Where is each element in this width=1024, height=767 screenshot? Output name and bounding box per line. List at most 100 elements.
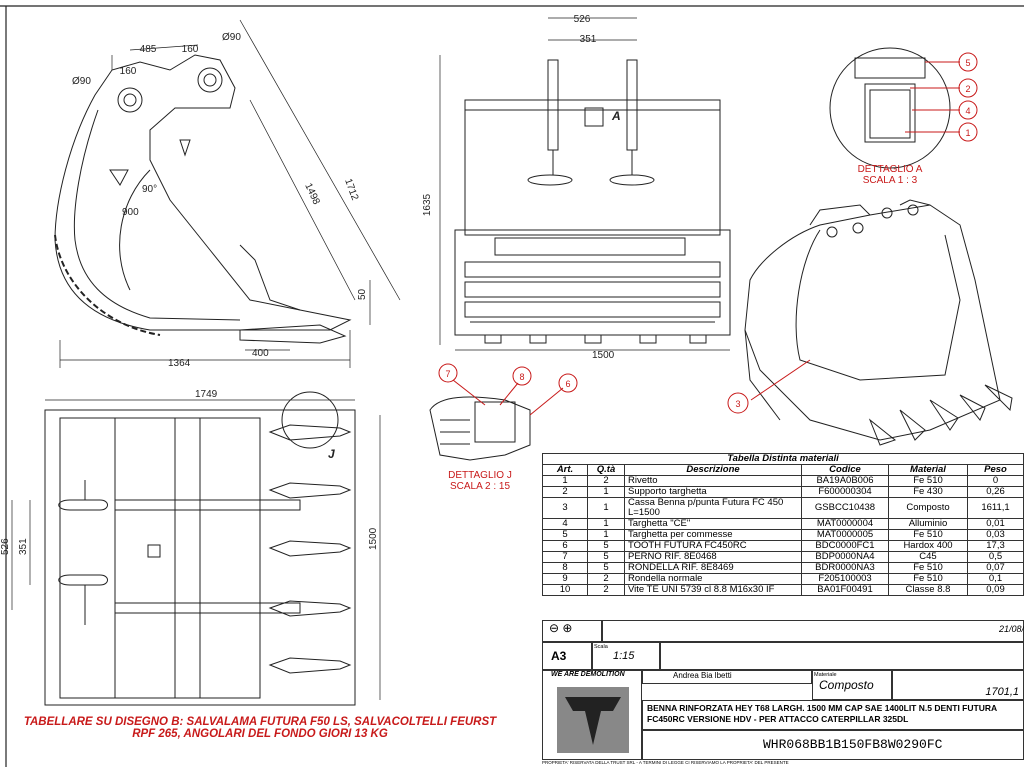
dim-351-plan: 351 bbox=[18, 538, 29, 555]
front-teeth bbox=[484, 334, 707, 344]
bom-cell: 17,3 bbox=[967, 540, 1024, 552]
bom-header: Codice bbox=[801, 464, 889, 476]
dim-351: 351 bbox=[580, 34, 597, 45]
bom-cell: 1 bbox=[587, 497, 625, 519]
weight-cell: 1701,1 bbox=[892, 670, 1024, 700]
dim-1364: 1364 bbox=[168, 358, 191, 369]
date-cell: 21/08/ bbox=[892, 620, 1024, 642]
dim-526: 526 bbox=[574, 14, 591, 25]
dim-160a: 160 bbox=[120, 66, 137, 77]
bom-cell: BA19A0B006 bbox=[801, 475, 889, 487]
bom-cell: 9 bbox=[542, 573, 588, 585]
bom-cell: 0,26 bbox=[967, 486, 1024, 498]
material-label: Materiale bbox=[814, 672, 837, 678]
bom-cell: Hardox 400 bbox=[888, 540, 968, 552]
bom-cell: 0,5 bbox=[967, 551, 1024, 563]
description-value: BENNA RINFORZATA HEY T68 LARGH. 1500 MM … bbox=[647, 703, 997, 724]
bom-cell: BDP0000NA4 bbox=[801, 551, 889, 563]
weight-value: 1701,1 bbox=[985, 686, 1019, 698]
bom-table: Tabella Distinta materiali Art. Q.tà Des… bbox=[542, 453, 1024, 596]
balloon-5: 5 bbox=[965, 58, 970, 68]
dim-50: 50 bbox=[357, 288, 368, 300]
detail-j-scale: SCALA 2 : 15 bbox=[450, 481, 510, 492]
dim-526-plan: 526 bbox=[0, 538, 11, 555]
balloon-7: 7 bbox=[445, 369, 450, 379]
bom-cell: C45 bbox=[888, 551, 968, 563]
bom-cell: Alluminio bbox=[888, 518, 968, 530]
bom-cell: 0,01 bbox=[967, 518, 1024, 530]
bom-cell: MAT0000004 bbox=[801, 518, 889, 530]
bom-cell: 10 bbox=[542, 584, 588, 596]
balloon-1: 1 bbox=[965, 128, 970, 138]
balloon-6: 6 bbox=[565, 379, 570, 389]
dim-1712: 1712 bbox=[342, 177, 360, 202]
bom-cell: BDC0000FC1 bbox=[801, 540, 889, 552]
balloon-2: 2 bbox=[965, 84, 970, 94]
designer-value: Andrea Bia lbetti bbox=[673, 671, 732, 680]
bom-cell: Targhetta "CE" bbox=[624, 518, 802, 530]
drawing-code: WHR068BB1B150FB8W0290FC bbox=[763, 737, 943, 752]
dim-1749: 1749 bbox=[195, 389, 218, 400]
bom-cell: 7 bbox=[542, 551, 588, 563]
bom-cell: BA01F00491 bbox=[801, 584, 889, 596]
bom-caption: Tabella Distinta materiali bbox=[542, 453, 1024, 465]
bom-cell: Rondella normale bbox=[624, 573, 802, 585]
bom-cell: Rivetto bbox=[624, 475, 802, 487]
scale-cell: Scala 1:15 bbox=[592, 642, 660, 670]
drawing-code-cell: WHR068BB1B150FB8W0290FC bbox=[642, 730, 1024, 760]
bom-cell: 0,03 bbox=[967, 529, 1024, 541]
bom-header: Material bbox=[888, 464, 968, 476]
bom-cell: 8 bbox=[542, 562, 588, 574]
date-value: 21/08/ bbox=[998, 624, 1024, 634]
format-value: A3 bbox=[551, 649, 567, 663]
bom-cell: Supporto targhetta bbox=[624, 486, 802, 498]
dim-1500-front: 1500 bbox=[592, 350, 615, 361]
dim-400: 400 bbox=[252, 348, 269, 359]
bom-cell: 3 bbox=[542, 497, 588, 519]
company-cell: WE ARE DEMOLITION bbox=[542, 670, 642, 760]
bom-cell: Fe 430 bbox=[888, 486, 968, 498]
bom-cell: Vite TE UNI 5739 cl 8.8 M16x30 IF bbox=[624, 584, 802, 596]
bom-cell: 4 bbox=[542, 518, 588, 530]
bom-cell: Targhetta per commesse bbox=[624, 529, 802, 541]
bom-header: Art. bbox=[542, 464, 588, 476]
scale-value: 1:15 bbox=[613, 650, 635, 662]
bom-header-row: Art. Q.tà Descrizione Codice Material Pe… bbox=[542, 464, 1024, 476]
company-logo-icon bbox=[557, 687, 629, 753]
drawing-note: TABELLARE SU DISEGNO B: SALVALAMA FUTURA… bbox=[23, 716, 497, 740]
section-letter-a: A bbox=[611, 109, 621, 123]
balloon-8: 8 bbox=[519, 372, 524, 382]
detail-j bbox=[429, 379, 564, 461]
bom-cell: 0 bbox=[967, 475, 1024, 487]
bom-cell: F600000304 bbox=[801, 486, 889, 498]
bom-cell: Fe 510 bbox=[888, 529, 968, 541]
bom-cell: 1 bbox=[587, 518, 625, 530]
bom-cell: 5 bbox=[587, 562, 625, 574]
bom-cell: 0,1 bbox=[967, 573, 1024, 585]
bom-cell: Classe 8.8 bbox=[888, 584, 968, 596]
bom-cell: Fe 510 bbox=[888, 475, 968, 487]
dim-90b: Ø90 bbox=[222, 32, 241, 43]
bom-cell: 0,09 bbox=[967, 584, 1024, 596]
format-cell: A3 bbox=[542, 642, 592, 670]
dim-900: 900 bbox=[122, 207, 139, 218]
bom-cell: 2 bbox=[587, 475, 625, 487]
bom-header: Peso bbox=[967, 464, 1024, 476]
dim-485: 485 bbox=[140, 44, 157, 55]
bom-cell: 0,07 bbox=[967, 562, 1024, 574]
projection-symbol: ⊖ ⊕ bbox=[542, 620, 602, 642]
bom-cell: 2 bbox=[587, 584, 625, 596]
bom-cell: Cassa Benna p/punta Futura FC 450 L=1500 bbox=[624, 497, 802, 519]
bom-header: Descrizione bbox=[624, 464, 802, 476]
bom-cell: 1 bbox=[587, 529, 625, 541]
bom-cell: 2 bbox=[587, 573, 625, 585]
footer-text: PROPRIETA' RISERVATA DELLA TRUST SRL - A… bbox=[542, 760, 789, 765]
scale-label: Scala bbox=[594, 644, 608, 650]
bom-cell: TOOTH FUTURA FC450RC bbox=[624, 540, 802, 552]
dim-160b: 160 bbox=[182, 44, 199, 55]
company-name: WE ARE DEMOLITION bbox=[551, 671, 625, 678]
